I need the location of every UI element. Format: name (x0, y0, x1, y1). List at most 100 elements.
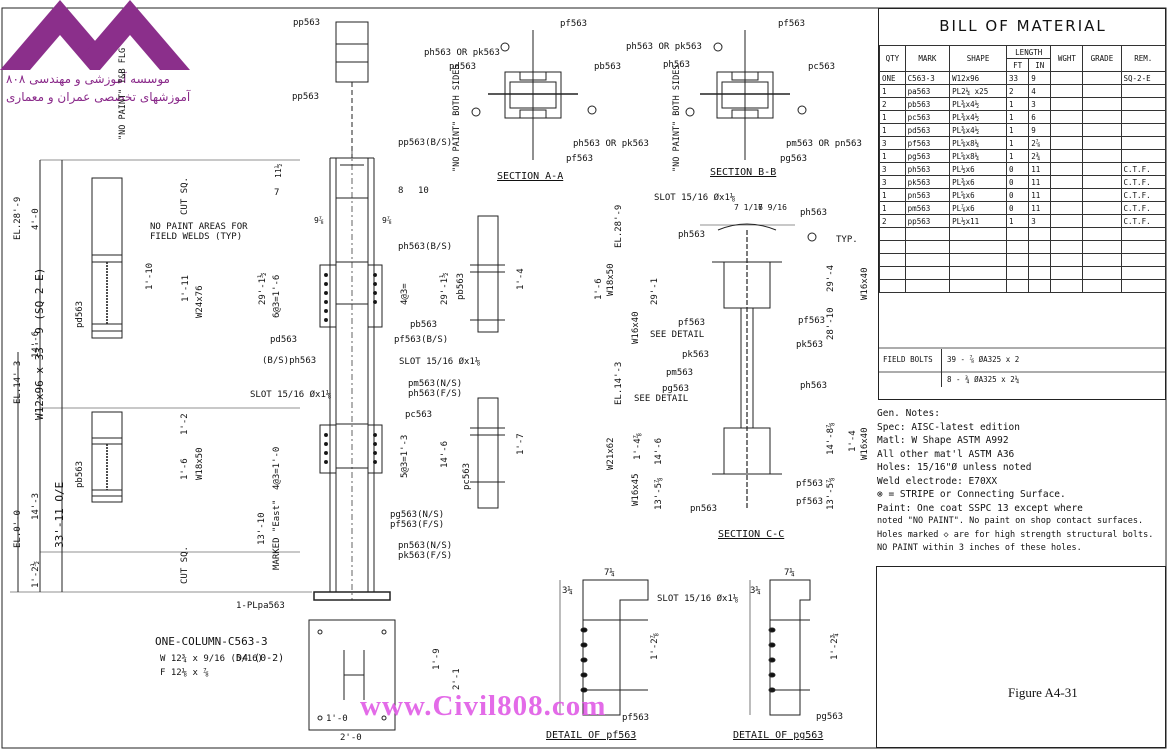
lbl-6-3: 6@3=1'-6 (272, 274, 282, 318)
lbl-ph563-c: ph563 (800, 208, 828, 218)
bom-cell-wght (1050, 214, 1084, 228)
bom-cell-grade (1082, 97, 1122, 111)
lbl-ph563-c3: ph563 (800, 381, 828, 391)
bom-cell-shape: PL⅝x8¼ (949, 149, 1008, 163)
lbl-slot-2: SLOT 15/16 Øx1⅛ (250, 390, 332, 400)
bom-cell-wght (1050, 97, 1084, 111)
bom-cell-rem (1120, 110, 1167, 124)
bom-cell-shape: PL½x6 (949, 162, 1008, 176)
lbl-el-14-3-c: EL.14'-3 (614, 361, 624, 405)
lbl-el-14-3: EL.14'-3 (13, 360, 23, 404)
bom-cell-in: 2⅞ (1028, 136, 1052, 150)
lbl-29-4: 29'-4 (826, 264, 836, 292)
lbl-9-8: 9⅞ (314, 216, 324, 225)
lbl-see-detail-c2: SEE DETAIL (634, 394, 689, 404)
lbl-el-28-9-c: EL.28'-9 (614, 204, 624, 248)
bom-cell-rem: C.T.F. (1120, 175, 1167, 189)
lbl-pd563-l: pd563 (270, 335, 298, 345)
lbl-7-916: 7 9/16 (758, 203, 787, 212)
bom-cell-rem (1120, 136, 1167, 150)
note-line: All other mat'l ASTM A36 (877, 448, 1015, 460)
bom-cell-grade (1082, 162, 1122, 176)
bom-cell-grade (1082, 84, 1122, 98)
bom-cell-qty: 1 (879, 84, 906, 98)
bolt-holes-upper (324, 273, 377, 464)
lbl-pl-pa: 1-PLpa563 (236, 601, 285, 611)
lbl-ph563-bs: ph563(B/S) (398, 242, 453, 252)
bom-cell-rem: C.T.F. (1120, 188, 1167, 202)
lbl-1-24: 1'-2¾ (830, 632, 840, 660)
bom-cell-rem: C.T.F. (1120, 214, 1167, 228)
lbl-13-10: 13'-10 (257, 512, 267, 545)
bom-cell-wght (1050, 71, 1084, 85)
bom-head-qty: QTY (879, 45, 906, 72)
lbl-pk-b: ph563 OR pk563 (626, 42, 702, 52)
logo-line-2: آموزشهای تخصصی عمران و معماری (6, 90, 191, 104)
bom-head-in: IN (1028, 58, 1052, 72)
lbl-ph563-c2: ph563 (678, 230, 706, 240)
bom-cell-ft: 1 (1006, 214, 1030, 228)
lbl-3-14b: 3¼ (750, 586, 761, 596)
lbl-pf563-fs: pf563(F/S) (390, 520, 445, 530)
lbl-pc563-l: pc563 (405, 410, 433, 420)
lbl-1-9-bp: 1'-9 (432, 648, 442, 670)
bom-cell-in: 2¾ (1028, 149, 1052, 163)
bom-cell-qty: 1 (879, 110, 906, 124)
lbl-pp563-top2: pp563 (292, 92, 320, 102)
bom-cell-mark: pn563 (904, 188, 951, 202)
lbl-slot-1: SLOT 15/16 Øx1⅛ (399, 357, 481, 367)
bom-head-ft: FT (1006, 58, 1030, 72)
lbl-pm-pn: pm563 OR pn563 (786, 139, 862, 149)
lbl-pk563-c: pk563 (796, 340, 824, 350)
bom-row-empty (879, 227, 1167, 241)
lbl-8: 8 (398, 186, 404, 196)
bom-cell-in: 3 (1028, 97, 1052, 111)
lbl-see-detail-c: SEE DETAIL (650, 330, 705, 340)
lbl-ph563-b: ph563 (663, 60, 691, 70)
field-bolts-2: 8 - ¾ ØA325 x 2¼ (947, 375, 1020, 384)
bom-cell-rem (1120, 123, 1167, 137)
bom-cell-wght (1050, 84, 1084, 98)
lbl-w16x40-c: W16x40 (860, 427, 870, 460)
bom-cell-mark: pg563 (904, 149, 951, 163)
lbl-2-0-bp: 2'-0 (340, 733, 362, 743)
lbl-w24x76: W24x76 (195, 285, 205, 318)
bom-head-wght: WGHT (1050, 45, 1084, 72)
logo-mark (0, 0, 190, 70)
lbl-1-6c: 1'-6 (594, 278, 604, 300)
bom-cell-shape: PL⅝x8¼ (949, 136, 1008, 150)
detail-pg563-title: DETAIL OF pg563 (733, 730, 824, 741)
bom-row-empty (879, 279, 1167, 293)
lbl-2-1-bp: 2'-1 (452, 668, 462, 690)
lbl-14-6: 14'-6 (31, 330, 41, 358)
bom-cell-ft: 0 (1006, 201, 1030, 215)
lbl-1-48: 1'-4⅞ (633, 432, 643, 460)
lbl-cut-sq-bot: CUT SQ. (180, 546, 190, 584)
watermark: www.Civil808.com (360, 690, 607, 722)
bom-cell-shape: PL½x11 (949, 214, 1008, 228)
lbl-pb563-l: pb563 (410, 320, 438, 330)
lbl-pf563-c2: pf563 (798, 316, 826, 326)
note-line: Spec: AISC-latest edition (877, 421, 1020, 433)
lbl-3-14: 3¼ (562, 586, 573, 596)
lbl-pg563-c: pg563 (662, 384, 690, 394)
column-title: ONE-COLUMN-C563-3 (155, 635, 268, 648)
bom-cell-ft: 1 (1006, 110, 1030, 124)
bom-cell-qty: 3 (879, 175, 906, 189)
bom-cell-wght (1050, 136, 1084, 150)
bom-cell-shape: PL⅜x4½ (949, 97, 1008, 111)
lbl-14-88: 14'-8⅞ (826, 422, 836, 455)
lbl-w16x40-b: W16x40 (860, 267, 870, 300)
lbl-pd563-a: pd563 (449, 62, 477, 72)
field-bolts-1: 39 - ⅞ ØA325 x 2 (947, 355, 1020, 364)
bom-cell-in: 11 (1028, 188, 1052, 202)
lbl-pm563-c: pm563 (666, 368, 694, 378)
bom-cell-mark: pc563 (904, 110, 951, 124)
note-line: Gen. Notes: (877, 408, 940, 419)
bom-cell-rem: C.T.F. (1120, 162, 1167, 176)
lbl-pf563-c4: pf563 (796, 497, 824, 507)
